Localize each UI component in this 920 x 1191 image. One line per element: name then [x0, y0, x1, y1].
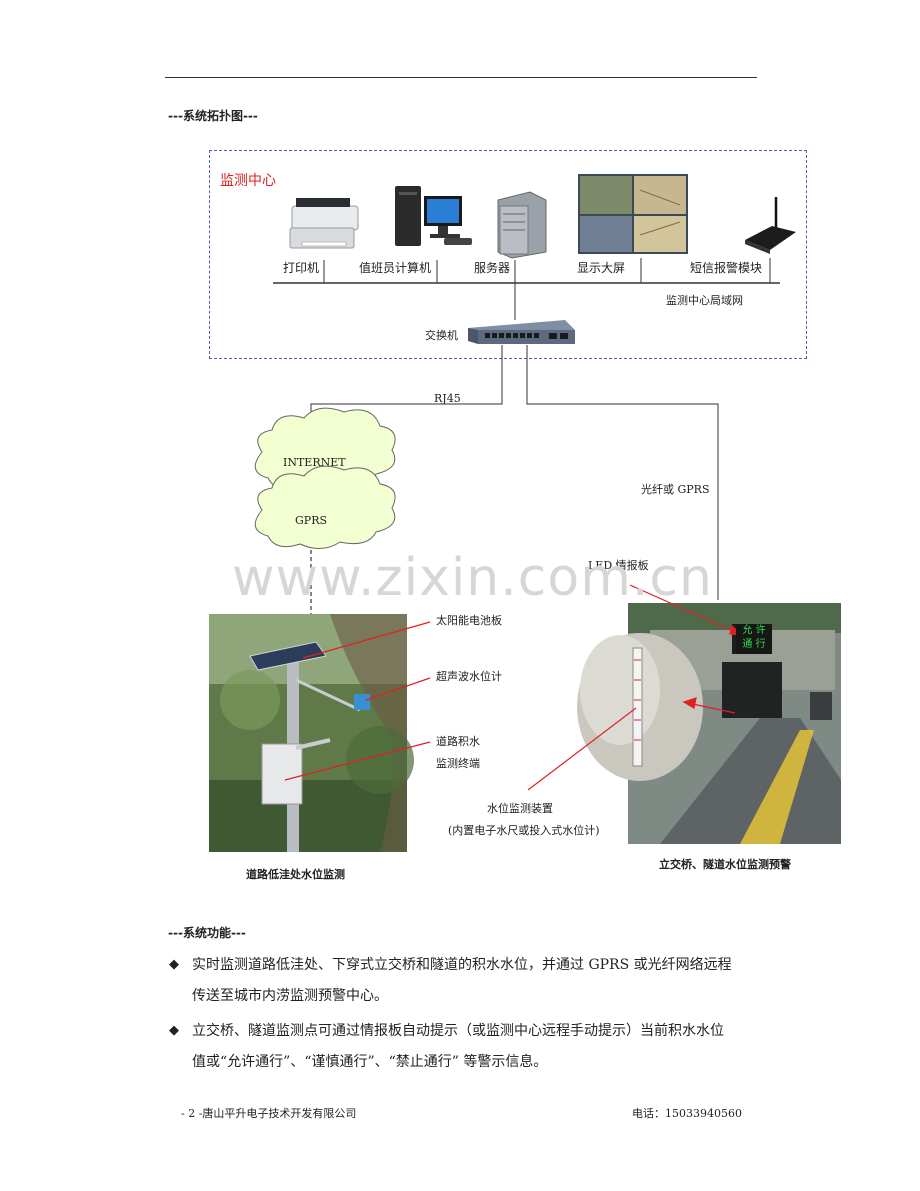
desktop-computer-icon — [395, 186, 472, 246]
device-label-video-wall: 显示大屏 — [577, 261, 626, 275]
topology-diagram — [209, 174, 841, 852]
video-wall-icon — [578, 174, 688, 254]
switch-icon — [468, 320, 575, 344]
terminal-label-line2: 监测终端 — [436, 757, 480, 770]
function-item-2-line1: 立交桥、隧道监测点可通过情报板自动提示（或监测中心远程手动提示）当前积水水位 — [192, 1023, 724, 1039]
sms-modem-icon — [745, 197, 796, 254]
monitoring-center-title: 监测中心 — [220, 173, 276, 189]
watermark: www.zixin.com.cn — [232, 548, 713, 608]
water-device-sublabel: (内置电子水尺或投入式水位计) — [448, 824, 600, 837]
functions-heading: ---系统功能--- — [168, 926, 246, 940]
function-item-2-line2: 值或“允许通行”、“谨慎通行”、“禁止通行” 等警示信息。 — [192, 1054, 548, 1070]
function-item-2: 立交桥、隧道监测点可通过情报板自动提示（或监测中心远程手动提示）当前积水水位 值… — [192, 1021, 772, 1072]
gprs-cloud-label: GPRS — [295, 514, 328, 527]
topology-heading: ---系统拓扑图--- — [168, 109, 258, 123]
fiber-label: 光纤或 GPRS — [641, 483, 710, 496]
bullet-icon: ◆ — [169, 957, 179, 972]
lan-label: 监测中心局域网 — [666, 294, 743, 307]
device-label-server: 服务器 — [474, 261, 511, 275]
header-rule — [165, 77, 757, 78]
footer-company: - 2 -唐山平升电子技术开发有限公司 — [181, 1107, 357, 1120]
led-board-label: LED 情报板 — [588, 559, 649, 572]
device-label-printer: 打印机 — [283, 261, 320, 275]
solar-panel-label: 太阳能电池板 — [436, 614, 502, 627]
led-sign-line2: 通 行 — [742, 639, 766, 650]
printer-icon — [289, 198, 359, 249]
led-sign: 允 许 通 行 — [736, 624, 772, 654]
device-label-sms: 短信报警模块 — [690, 261, 763, 275]
bullet-icon: ◆ — [169, 1023, 179, 1038]
device-label-computer: 值班员计算机 — [359, 261, 432, 275]
callout-lines — [284, 584, 744, 791]
footer-phone: 电话：15033940560 — [632, 1107, 742, 1120]
server-icon — [497, 191, 547, 259]
gprs-cloud-icon — [254, 465, 396, 549]
ultrasonic-label: 超声波水位计 — [436, 670, 502, 683]
led-sign-line1: 允 许 — [742, 625, 766, 636]
function-item-1: 实时监测道路低洼处、下穿式立交桥和隧道的积水水位，并通过 GPRS 或光纤网络远… — [192, 955, 772, 1006]
water-gauge-inset — [577, 633, 703, 781]
function-item-1-line1: 实时监测道路低洼处、下穿式立交桥和隧道的积水水位，并通过 GPRS 或光纤网络远… — [192, 957, 732, 973]
rj45-label: RJ45 — [434, 392, 461, 405]
monitoring-center-box — [209, 150, 807, 359]
caption-right: 立交桥、隧道水位监测预警 — [659, 858, 791, 871]
function-item-1-line2: 传送至城市内涝监测预警中心。 — [192, 988, 388, 1004]
switch-label: 交换机 — [425, 329, 458, 342]
terminal-label-line1: 道路积水 — [436, 735, 480, 748]
caption-left: 道路低洼处水位监测 — [246, 868, 345, 881]
water-device-label: 水位监测装置 — [487, 802, 553, 815]
internet-cloud-label: INTERNET — [283, 456, 346, 469]
road-monitoring-photo — [209, 614, 414, 852]
